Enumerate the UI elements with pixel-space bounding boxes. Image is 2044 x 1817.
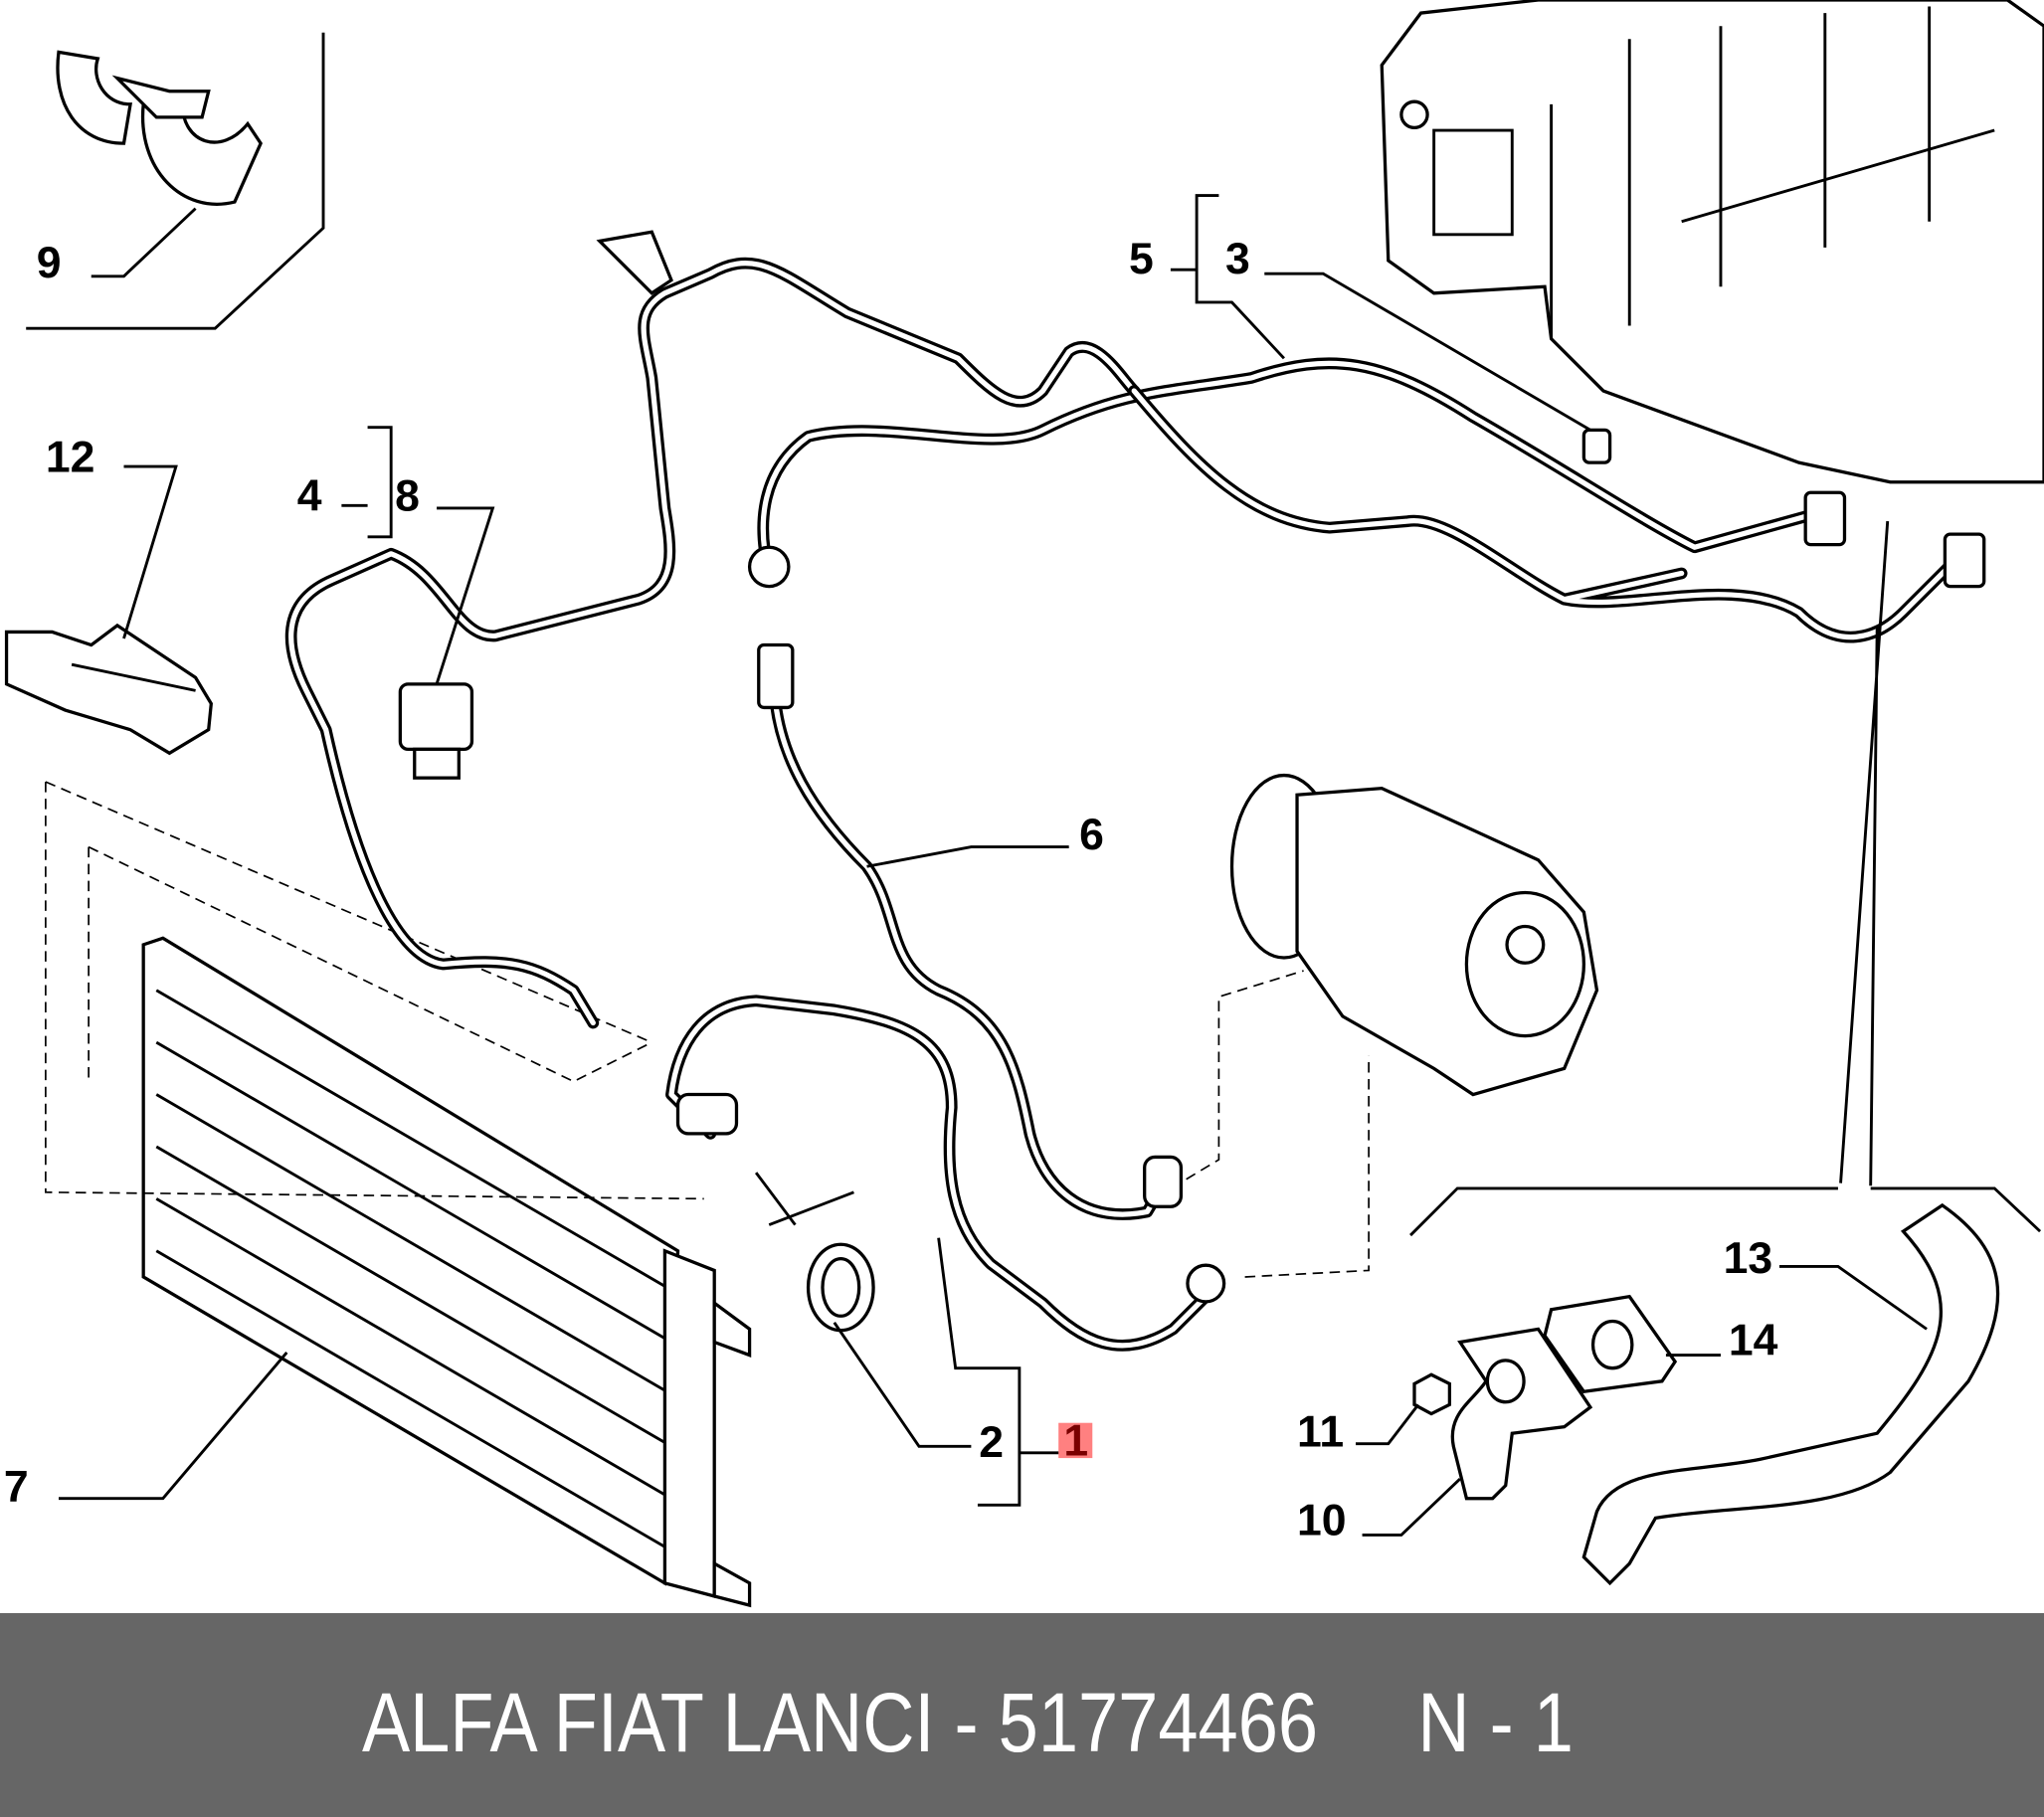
leader-9 bbox=[91, 207, 197, 278]
callout-9[interactable]: 9 bbox=[37, 239, 62, 287]
leader-10 bbox=[1362, 1478, 1461, 1537]
frame-group bbox=[1409, 1186, 2042, 1237]
bracket-4 bbox=[341, 426, 393, 539]
part-14-gasket[interactable] bbox=[1543, 1294, 1678, 1394]
leader-13 bbox=[1778, 1265, 1928, 1331]
callout-3[interactable]: 3 bbox=[1225, 235, 1250, 283]
part-11-nut[interactable] bbox=[1412, 1372, 1452, 1416]
part-8-pressure-switch[interactable] bbox=[398, 682, 474, 780]
part-10-fitting[interactable] bbox=[1450, 1327, 1593, 1501]
callout-6[interactable]: 6 bbox=[1079, 811, 1104, 859]
engine-block bbox=[1380, 0, 2044, 484]
bracket-2-1 bbox=[937, 1237, 1063, 1507]
part-12-bracket[interactable] bbox=[4, 623, 213, 756]
part-2-pipe[interactable] bbox=[665, 995, 1226, 1352]
compressor[interactable] bbox=[1229, 773, 1599, 1097]
part-3-5-pipe[interactable] bbox=[747, 357, 1986, 643]
part-13-hose[interactable] bbox=[1581, 1202, 2000, 1586]
parts-diagram: 9 12 4 8 5 3 6 7 2 1 13 14 11 10 bbox=[4, 0, 2044, 1608]
caption-bar bbox=[0, 1613, 2044, 1817]
callout-2[interactable]: 2 bbox=[979, 1418, 1004, 1467]
part-caption: ALFA FIAT LANCI - 51774466 N - 1 bbox=[362, 1676, 1574, 1769]
leader-6 bbox=[866, 845, 1069, 868]
callout-4[interactable]: 4 bbox=[297, 472, 322, 521]
highlight-box bbox=[1058, 1422, 1093, 1459]
callout-1[interactable]: 1 bbox=[1063, 1416, 1088, 1465]
frame-line-9 bbox=[26, 32, 325, 330]
callout-13[interactable]: 13 bbox=[1724, 1234, 1773, 1283]
callout-10[interactable]: 10 bbox=[1297, 1496, 1347, 1544]
callout-14[interactable]: 14 bbox=[1729, 1317, 1778, 1365]
part-9-clip[interactable] bbox=[56, 50, 263, 206]
leader-2 bbox=[754, 1172, 972, 1448]
callout-8[interactable]: 8 bbox=[395, 472, 420, 521]
leader-13-frame bbox=[1839, 520, 1890, 1186]
part-7-condenser[interactable] bbox=[141, 936, 752, 1608]
callout-12[interactable]: 12 bbox=[46, 433, 95, 481]
part-4-pipe[interactable] bbox=[284, 230, 1141, 1029]
part-o-ring[interactable] bbox=[806, 1242, 875, 1333]
callout-5[interactable]: 5 bbox=[1129, 235, 1154, 283]
bracket-5-3 bbox=[1170, 194, 1591, 432]
callout-7[interactable]: 7 bbox=[4, 1462, 29, 1511]
leader-12 bbox=[122, 464, 178, 639]
leader-8 bbox=[435, 506, 495, 685]
part-6-pipe[interactable] bbox=[757, 642, 1184, 1220]
callout-11[interactable]: 11 bbox=[1297, 1407, 1344, 1456]
leader-7 bbox=[58, 1352, 288, 1501]
leader-11 bbox=[1356, 1403, 1420, 1446]
